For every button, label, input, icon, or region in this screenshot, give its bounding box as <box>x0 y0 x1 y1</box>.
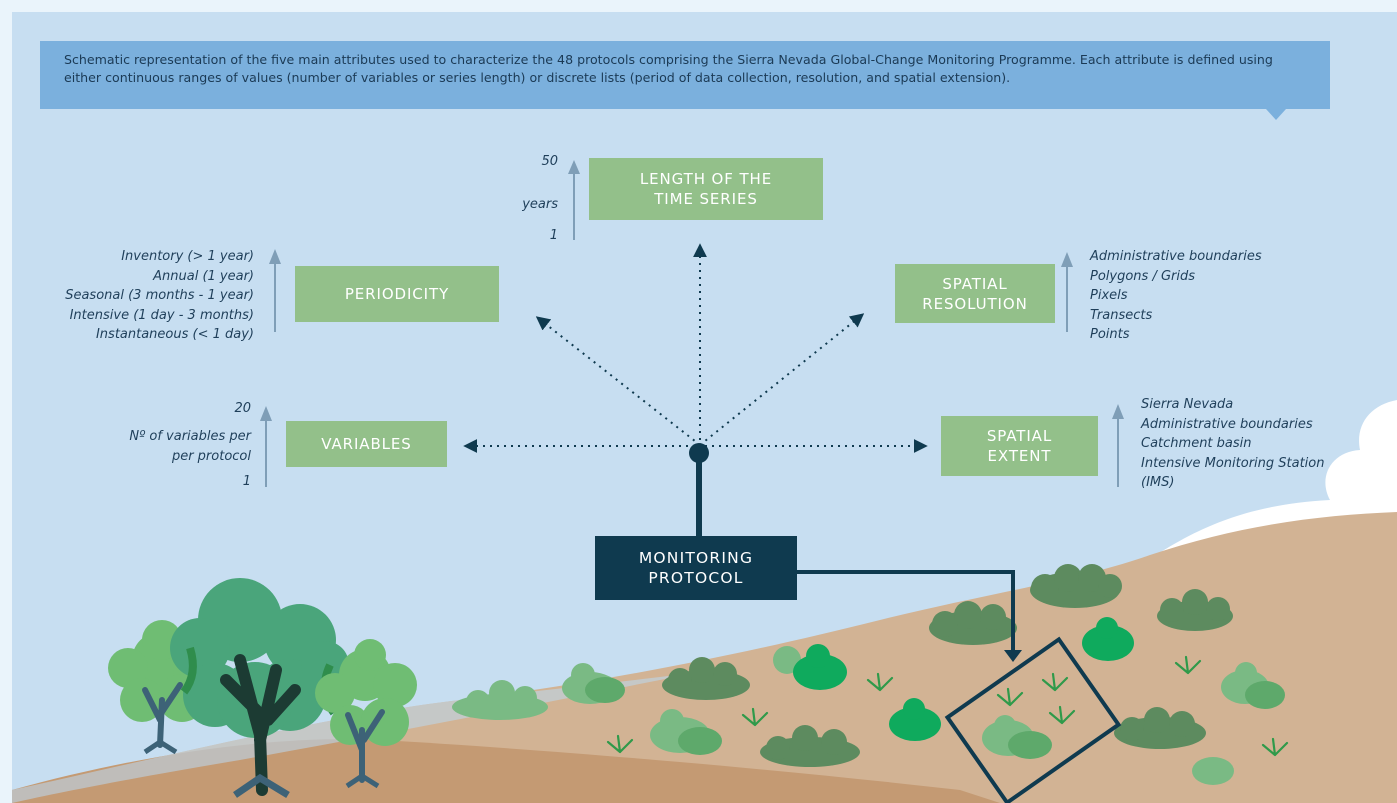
attribute-label-line: TIME SERIES <box>654 190 758 208</box>
attribute-label-line: RESOLUTION <box>922 294 1028 313</box>
plot-connector <box>797 570 1015 652</box>
sampling-plot-frame <box>944 636 1122 803</box>
plot-arrowhead <box>1004 650 1022 662</box>
protocol-label-line: MONITORING <box>638 549 754 567</box>
spatial-resolution-level: Points <box>1090 327 1130 342</box>
scale-arrows <box>260 160 1124 487</box>
spatial-extent-level: Intensive Monitoring Station <box>1141 455 1325 471</box>
tree-icon <box>108 578 417 798</box>
time-series-scale-bottom: 1 <box>549 228 558 243</box>
spatial-extent-level: Administrative boundaries <box>1141 416 1313 432</box>
central-node <box>689 443 709 463</box>
spatial-resolution-level: Transects <box>1090 307 1153 323</box>
attribute-label-line: SPATIAL <box>942 274 1008 293</box>
caption-pointer <box>1266 109 1286 120</box>
time-series-scale-top: 50 <box>541 154 558 169</box>
variables-scale-unit: Nº of variables per per protocol <box>60 427 251 466</box>
spatial-extent-levels: Sierra Nevada Administrative boundaries … <box>1141 395 1381 493</box>
attribute-label: PERIODICITY <box>344 285 450 303</box>
spatial-resolution-level: Polygons / Grids <box>1090 268 1196 284</box>
periodicity-level: Seasonal (3 months - 1 year) <box>65 288 254 303</box>
attribute-label-line: LENGTH OF THE <box>639 170 773 188</box>
attribute-spatial-extent: SPATIAL EXTENT <box>941 416 1098 476</box>
spatial-resolution-level: Administrative boundaries <box>1090 249 1262 264</box>
attribute-spatial-resolution: SPATIAL RESOLUTION <box>895 264 1055 323</box>
periodicity-level: Instantaneous (< 1 day) <box>95 327 254 342</box>
spatial-extent-level: Catchment basin <box>1141 436 1252 451</box>
variables-scale-bottom: 1 <box>242 474 251 489</box>
connector-arrows <box>463 243 928 453</box>
attribute-length-of-time-series: LENGTH OF THE TIME SERIES <box>589 158 823 220</box>
protocol-label-line: PROTOCOL <box>648 569 744 587</box>
spatial-resolution-level: Pixels <box>1090 288 1128 303</box>
attribute-variables: VARIABLES <box>286 421 447 467</box>
attribute-label: VARIABLES <box>321 435 412 453</box>
variables-scale-top: 20 <box>234 401 251 416</box>
periodicity-level: Annual (1 year) <box>153 268 254 284</box>
time-series-scale-unit: years <box>522 197 558 212</box>
monitoring-protocol-box: MONITORING PROTOCOL <box>595 536 797 600</box>
spatial-extent-level: (IMS) <box>1141 475 1175 490</box>
variables-unit-line: per protocol <box>171 448 251 464</box>
periodicity-levels: Inventory (> 1 year) Annual (1 year) Sea… <box>40 247 254 345</box>
attribute-periodicity: PERIODICITY <box>295 266 499 322</box>
variables-unit-line: Nº of variables per <box>129 429 251 444</box>
spatial-resolution-levels: Administrative boundaries Polygons / Gri… <box>1090 247 1320 345</box>
shrub-group <box>452 564 1289 785</box>
attribute-label-line: SPATIAL <box>986 427 1053 445</box>
periodicity-level: Inventory (> 1 year) <box>121 249 254 264</box>
periodicity-level: Intensive (1 day - 3 months) <box>69 307 254 323</box>
attribute-label-line: EXTENT <box>987 447 1052 465</box>
spatial-extent-level: Sierra Nevada <box>1141 397 1234 412</box>
figure-caption: Schematic representation of the five mai… <box>40 41 1330 109</box>
